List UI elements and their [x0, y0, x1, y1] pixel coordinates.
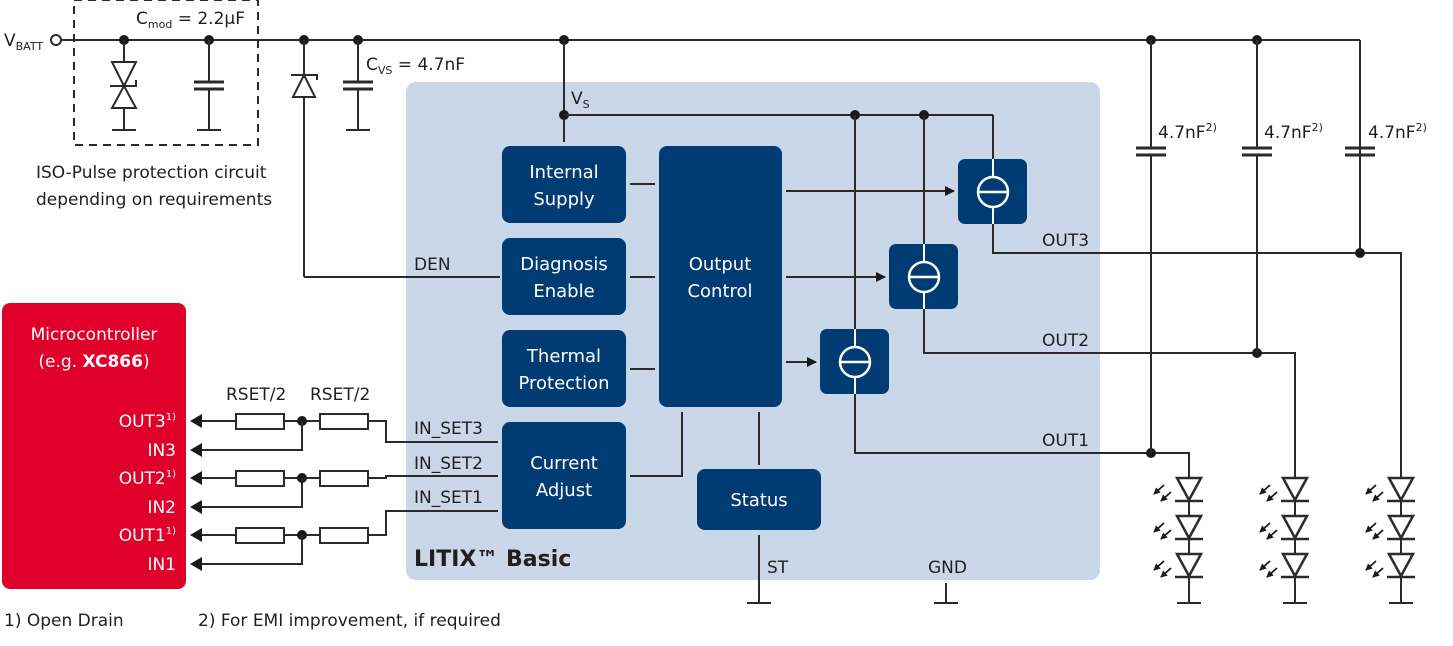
- led-icon: [1259, 514, 1310, 541]
- led-icon: [1153, 476, 1204, 503]
- rset-network: [202, 413, 498, 565]
- output-wires: [854, 224, 1402, 478]
- vs-label: VS: [571, 89, 590, 111]
- out3-label: OUT3: [1042, 231, 1089, 251]
- pin-arrow-icon: [190, 414, 202, 428]
- resistor-icon: [235, 527, 285, 544]
- gnd-label: GND: [928, 558, 967, 578]
- svg-text:Protection: Protection: [518, 373, 609, 394]
- out1-label: OUT1: [1042, 431, 1089, 451]
- in-set1-label: IN_SET1: [414, 488, 483, 508]
- pin-arrow-icon: [190, 528, 202, 542]
- led-icon: [1259, 552, 1310, 579]
- svg-text:Internal: Internal: [529, 162, 598, 183]
- led-icon: [1153, 514, 1204, 541]
- led-string: [1259, 476, 1310, 604]
- current-adjust-block: Current Adjust: [502, 422, 626, 529]
- led-strings: [1153, 476, 1416, 604]
- svg-text:Supply: Supply: [533, 189, 595, 210]
- led-string: [1365, 476, 1416, 604]
- resistor-icon: [319, 527, 369, 544]
- cmod-capacitor-icon: [194, 35, 224, 131]
- led-icon: [1365, 476, 1416, 503]
- iso-pulse-box: [73, 0, 259, 146]
- led-icon: [1365, 514, 1416, 541]
- pin-arrow-icon: [190, 557, 202, 571]
- vbatt-label: VBATT: [4, 31, 43, 53]
- svg-text:Diagnosis: Diagnosis: [520, 254, 608, 275]
- pin-label: IN2: [147, 498, 176, 518]
- led-icon: [1259, 476, 1310, 503]
- tvs-diode-icon: [110, 35, 138, 131]
- out2-label: OUT2: [1042, 331, 1089, 351]
- block-interconnects: [630, 183, 958, 604]
- chip-name: LITIX™ Basic: [414, 547, 571, 572]
- vs-rail: [559, 35, 994, 452]
- rset-pair: [202, 510, 498, 565]
- microcontroller-block: [2, 303, 186, 589]
- output-cap-1-label: 4.7nF2): [1158, 121, 1217, 143]
- status-block: Status: [697, 469, 821, 530]
- output-cap-2-label: 4.7nF2): [1264, 121, 1323, 143]
- diagnosis-enable-block: Diagnosis Enable: [502, 238, 626, 315]
- thermal-protection-block: Thermal Protection: [502, 330, 626, 407]
- svg-text:Adjust: Adjust: [536, 480, 592, 501]
- pin-arrow-icon: [190, 471, 202, 485]
- pin-label: IN1: [147, 555, 176, 575]
- led-string: [1153, 476, 1204, 604]
- pin-arrow-icon: [190, 500, 202, 514]
- rset-left-label: RSET/2: [226, 385, 286, 405]
- cvs-capacitor-icon: [343, 35, 373, 131]
- output-cap-3-label: 4.7nF2): [1368, 121, 1427, 143]
- pin-label: OUT11): [119, 526, 176, 546]
- internal-supply-block: Internal Supply: [502, 146, 626, 223]
- svg-text:Current: Current: [530, 453, 598, 474]
- den-label: DEN: [414, 255, 451, 275]
- rset-pair: [202, 470, 498, 508]
- pin-label: OUT21): [119, 469, 176, 489]
- current-source-out1-icon: [820, 329, 889, 394]
- footnote-emi: 2) For EMI improvement, if required: [198, 611, 501, 631]
- st-label: ST: [767, 558, 789, 578]
- microcontroller-example: (e.g. XC866): [38, 352, 149, 372]
- output-control-block: Output Control: [659, 146, 782, 407]
- svg-text:Status: Status: [730, 490, 787, 511]
- iso-caption-line1: ISO-Pulse protection circuit: [36, 163, 267, 183]
- svg-text:Enable: Enable: [533, 281, 594, 302]
- svg-text:Control: Control: [687, 281, 752, 302]
- svg-text:Output: Output: [689, 254, 752, 275]
- resistor-icon: [319, 413, 369, 430]
- pin-label: IN3: [147, 441, 176, 461]
- current-source-out3-icon: [958, 159, 1027, 224]
- led-icon: [1153, 552, 1204, 579]
- output-capacitors: [1136, 35, 1375, 453]
- rset-pair: [202, 413, 498, 451]
- led-icon: [1365, 552, 1416, 579]
- zener-diode-icon: [291, 35, 500, 278]
- cmod-label: Cmod = 2.2µF: [136, 9, 245, 31]
- rset-right-label: RSET/2: [310, 385, 370, 405]
- resistor-icon: [319, 470, 369, 487]
- in-set3-label: IN_SET3: [414, 419, 483, 439]
- microcontroller-title: Microcontroller: [31, 325, 158, 345]
- pin-label: OUT31): [119, 412, 176, 432]
- svg-text:Thermal: Thermal: [526, 346, 601, 367]
- footnote-open-drain: 1) Open Drain: [4, 611, 124, 631]
- cvs-label: CVS = 4.7nF: [366, 55, 465, 77]
- pin-arrow-icon: [190, 443, 202, 457]
- current-source-out2-icon: [889, 244, 958, 309]
- resistor-icon: [235, 413, 285, 430]
- iso-caption-line2: depending on requirements: [36, 190, 272, 210]
- in-set2-label: IN_SET2: [414, 454, 483, 474]
- resistor-icon: [235, 470, 285, 487]
